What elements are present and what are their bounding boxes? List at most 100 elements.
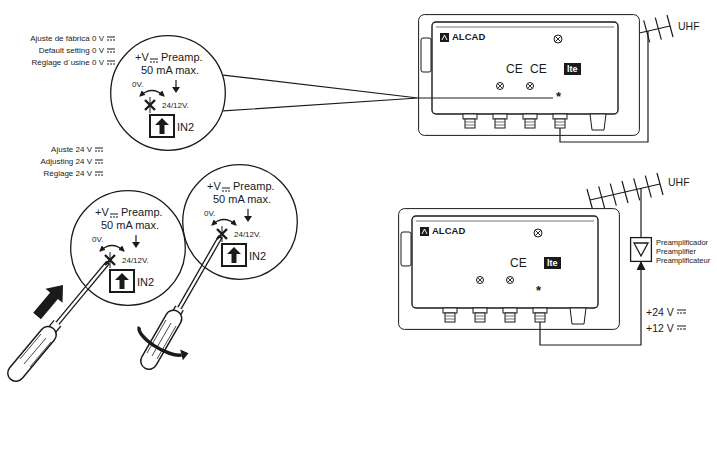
circle-outline xyxy=(183,165,298,280)
voltage-label: +12 V xyxy=(646,320,674,336)
adjust-mark: * xyxy=(536,283,541,299)
cable-gland xyxy=(570,308,586,324)
f-connector-thread xyxy=(475,313,485,322)
thread-lines xyxy=(505,316,515,319)
brand-logo: ALCAD xyxy=(432,225,465,236)
turn-arrow xyxy=(140,91,164,97)
voltage-label: +V xyxy=(135,51,149,64)
cable-stub xyxy=(539,322,540,330)
crossed-circle-x xyxy=(478,278,483,283)
crossed-circle xyxy=(507,277,514,284)
cable-stub xyxy=(559,128,560,136)
lte-badge: lte xyxy=(544,257,561,269)
crossed-circle-x xyxy=(498,84,503,89)
antenna-mast xyxy=(640,188,641,237)
preamplifier-label: Preamplificador Preamplifier Preamplific… xyxy=(656,238,710,265)
trimmer-slot xyxy=(222,226,223,242)
setting-note: Default setting 0 V xyxy=(39,45,104,57)
dc-symbol xyxy=(222,188,230,191)
panel-groove xyxy=(416,221,594,222)
push-arrow xyxy=(33,285,63,319)
dc-symbol xyxy=(95,148,103,175)
crossed-circle xyxy=(527,83,534,90)
amplifier-housing: ALCADCECElte* xyxy=(418,14,640,136)
voltage-label: +V xyxy=(95,206,109,219)
down-arrow xyxy=(247,209,248,217)
turn-arrow xyxy=(212,220,236,226)
preamp-label: Preamp. xyxy=(121,206,163,219)
input-label: IN2 xyxy=(137,276,154,289)
current-label: 50 mA max. xyxy=(141,64,199,77)
lte-badge: lte xyxy=(564,63,581,75)
thread-lines xyxy=(465,122,475,125)
thread-lines xyxy=(535,316,545,319)
input-arrow xyxy=(227,247,241,263)
input-connector-box xyxy=(150,115,174,137)
screwdriver-shaft xyxy=(112,238,220,425)
amplifier-drawing xyxy=(418,14,640,136)
dc-symbol xyxy=(107,37,115,64)
zoom-circle: +VPreamp.50 mA max.0V.24/12V.IN2 xyxy=(182,164,298,280)
preamplifier-box: Preamplificador Preamplifier Preamplific… xyxy=(630,237,652,262)
panel-groove xyxy=(436,27,614,28)
amplifier-drawing xyxy=(398,208,620,330)
down-arrow xyxy=(175,80,176,88)
screwdriver-shaft xyxy=(0,262,108,429)
band-label: UHF xyxy=(668,174,690,190)
voltage-label: +V xyxy=(207,180,221,193)
down-arrow-head xyxy=(132,242,140,248)
antenna-yagi xyxy=(587,173,663,211)
down-arrow xyxy=(135,235,136,243)
thread-lines xyxy=(495,122,505,125)
f-connector-thread xyxy=(495,119,505,128)
screwdriver-handle xyxy=(16,335,48,373)
housing-latch xyxy=(401,232,411,266)
dc-symbol xyxy=(110,214,118,217)
f-connector-thread xyxy=(525,119,535,128)
down-arrow-head xyxy=(172,87,180,93)
setting-label: 24/12V. xyxy=(234,230,261,240)
input-arrow xyxy=(115,273,129,289)
brand-icon-mark xyxy=(442,35,447,40)
crossed-circle xyxy=(477,277,484,284)
current-label: 50 mA max. xyxy=(101,219,159,232)
cable-gland xyxy=(590,114,606,130)
screwdriver-handle xyxy=(16,335,48,373)
crossed-circle-x xyxy=(508,278,513,283)
setting-note: Ajuste de fábrica 0 V xyxy=(30,33,104,45)
setting-label: 24/12V. xyxy=(122,256,149,266)
ce-mark: CE xyxy=(510,256,527,270)
f-connector-nut xyxy=(533,308,547,313)
input-arrow xyxy=(155,118,169,134)
setting-label: 0V. xyxy=(204,209,215,219)
dc-symbol xyxy=(677,310,686,329)
f-connector-nut xyxy=(473,308,487,313)
crossed-circle xyxy=(554,35,562,43)
turn-arrow xyxy=(100,246,124,252)
zoom-circle: +VPreamp.50 mA max.0V.24/12V.IN2 xyxy=(110,35,226,151)
f-connector-nut xyxy=(463,114,477,119)
ce-mark: CE xyxy=(506,62,523,76)
thread-lines xyxy=(555,122,565,125)
preamplifier-outline xyxy=(631,238,652,262)
screwdriver-tip xyxy=(112,237,221,426)
rotate-arrow-head xyxy=(180,350,188,361)
setting-note: Réglage 24 V xyxy=(44,168,92,180)
front-panel xyxy=(432,22,618,114)
ce-mark: CE xyxy=(530,62,547,76)
crossed-circle-x xyxy=(528,84,533,89)
housing-latch xyxy=(421,38,431,72)
f-connector-nut xyxy=(443,308,457,313)
f-connector-nut xyxy=(493,114,507,119)
crossed-circle-x xyxy=(535,230,541,236)
brand-icon xyxy=(440,33,449,42)
amplifier-housing: ALCAD CE lte * xyxy=(398,208,620,330)
crossed-circle-x xyxy=(555,36,561,42)
band-label: UHF xyxy=(678,18,700,34)
down-arrow-head xyxy=(244,216,252,222)
setting-note: Réglage d´usine 0 V xyxy=(32,57,105,69)
screwdriver-tip xyxy=(0,262,108,429)
thread-lines xyxy=(445,316,455,319)
f-connector-thread xyxy=(505,313,515,322)
preamp-label: Preamp. xyxy=(233,180,275,193)
